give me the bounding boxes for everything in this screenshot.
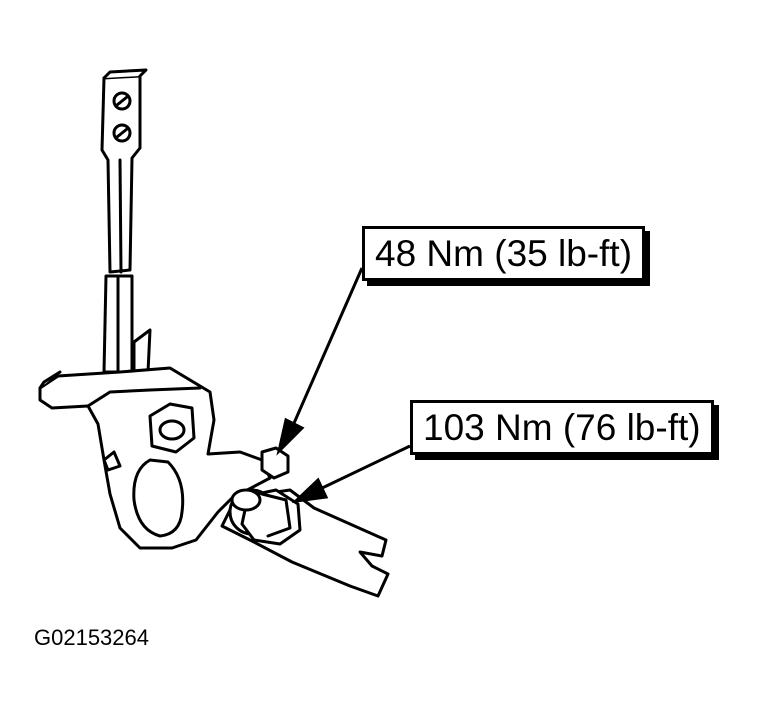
leader-lines bbox=[276, 267, 411, 504]
shift-rod bbox=[100, 68, 148, 274]
arrowhead-103nm bbox=[291, 477, 329, 504]
figure-id: G02153264 bbox=[34, 625, 149, 650]
leader-103nm bbox=[317, 444, 411, 492]
torque-callout-103nm: 103 Nm (76 lb-ft) bbox=[410, 400, 714, 455]
nut-48nm bbox=[260, 446, 290, 480]
leader-48nm bbox=[289, 267, 364, 431]
arrowhead-48nm bbox=[276, 417, 305, 456]
torque-callout-48nm: 48 Nm (35 lb-ft) bbox=[362, 226, 646, 281]
bracket-arm-slot bbox=[132, 458, 185, 538]
pivot-bolt-103nm bbox=[228, 488, 302, 546]
mounting-bracket bbox=[38, 366, 272, 550]
